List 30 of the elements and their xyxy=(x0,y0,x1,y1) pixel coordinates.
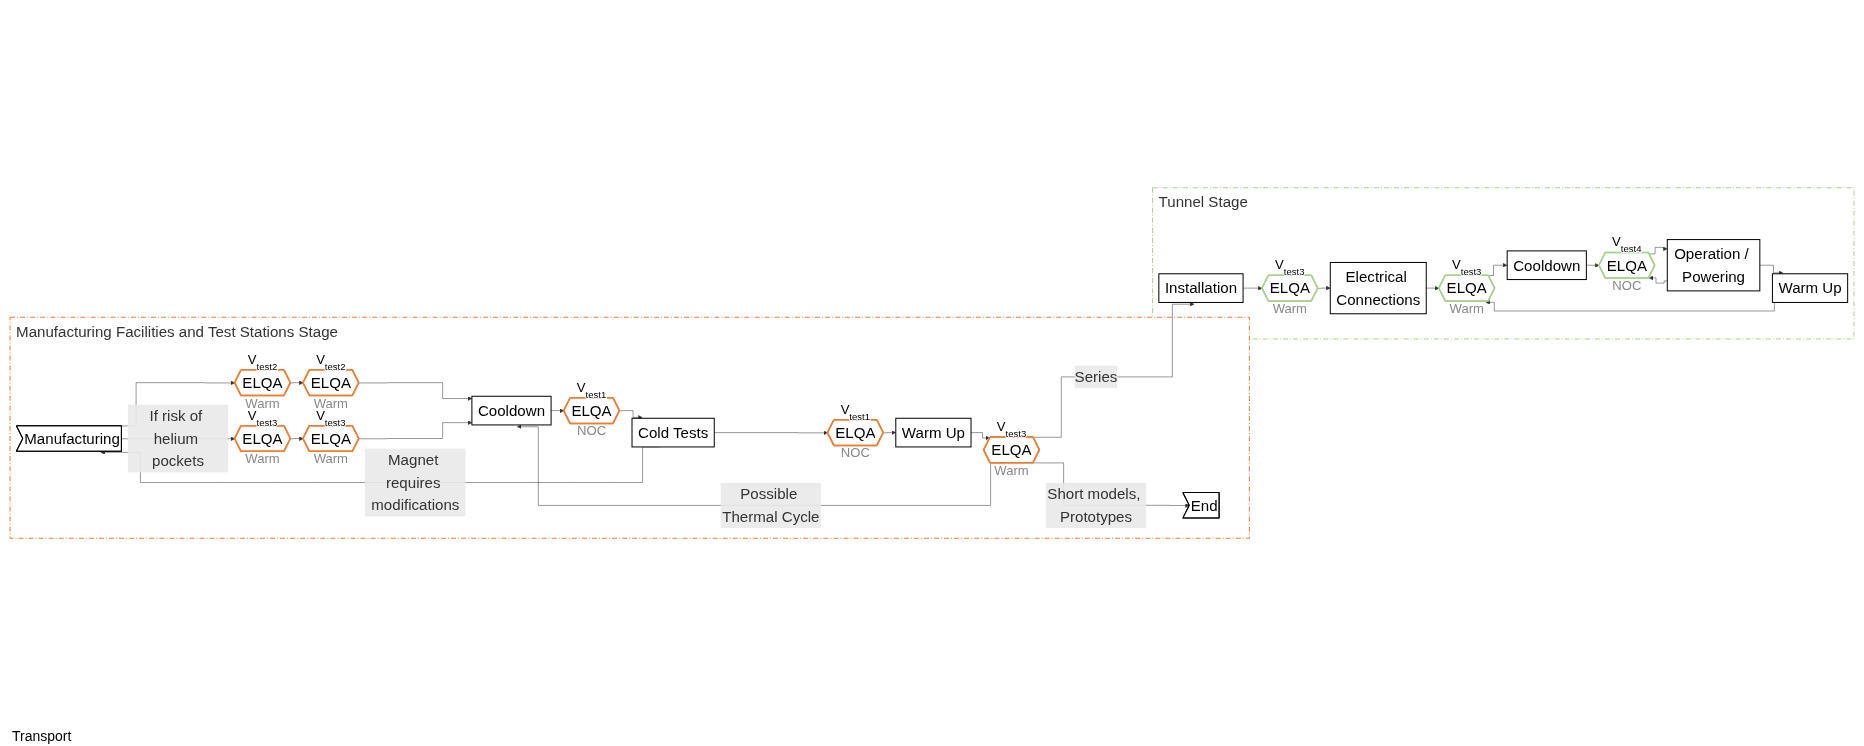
edge-label: Short models, Prototypes xyxy=(1047,485,1141,525)
node-annotation: V$_{test2}$ xyxy=(247,351,278,372)
node-box: Operation / Powering xyxy=(1666,239,1761,292)
edge-label: Series xyxy=(1074,368,1118,386)
node-box: Installation xyxy=(1158,273,1244,303)
node-annotation: Warm xyxy=(313,451,348,467)
node-annotation: V$_{test3}$ xyxy=(1452,257,1482,277)
node-annotation: Warm xyxy=(1449,301,1484,316)
edge-label: If risk of helium pockets xyxy=(149,407,204,470)
node-annotation: V$_{test1}$ xyxy=(840,401,871,422)
node-box: Warm Up xyxy=(895,417,972,448)
node-annotation: NOC xyxy=(840,445,870,461)
node-annotation: V$_{test4}$ xyxy=(1612,234,1642,254)
node-annotation: NOC xyxy=(1612,278,1642,294)
node-annotation: V$_{test3}$ xyxy=(1275,257,1305,277)
node-annotation: Warm xyxy=(994,462,1029,478)
node-annotation: NOC xyxy=(577,423,607,439)
edge-label: Magnet requires modifications xyxy=(371,451,460,514)
node-box: Cooldown xyxy=(1506,250,1587,281)
node-annotation: Warm xyxy=(245,451,280,467)
node-annotation: V$_{test2}$ xyxy=(316,351,346,372)
node-annotation: Warm xyxy=(1272,301,1307,316)
edge-label: Possible Thermal Cycle xyxy=(722,485,820,526)
node-box: Electrical Connections xyxy=(1329,261,1427,315)
node-annotation: V$_{test1}$ xyxy=(576,379,607,400)
node-box: Warm Up xyxy=(1771,273,1849,303)
node-box: Cold Tests xyxy=(631,417,715,448)
node-annotation: V$_{test3}$ xyxy=(996,418,1027,439)
note-label: Transport xyxy=(12,728,72,744)
node-box: Cooldown xyxy=(471,395,552,426)
